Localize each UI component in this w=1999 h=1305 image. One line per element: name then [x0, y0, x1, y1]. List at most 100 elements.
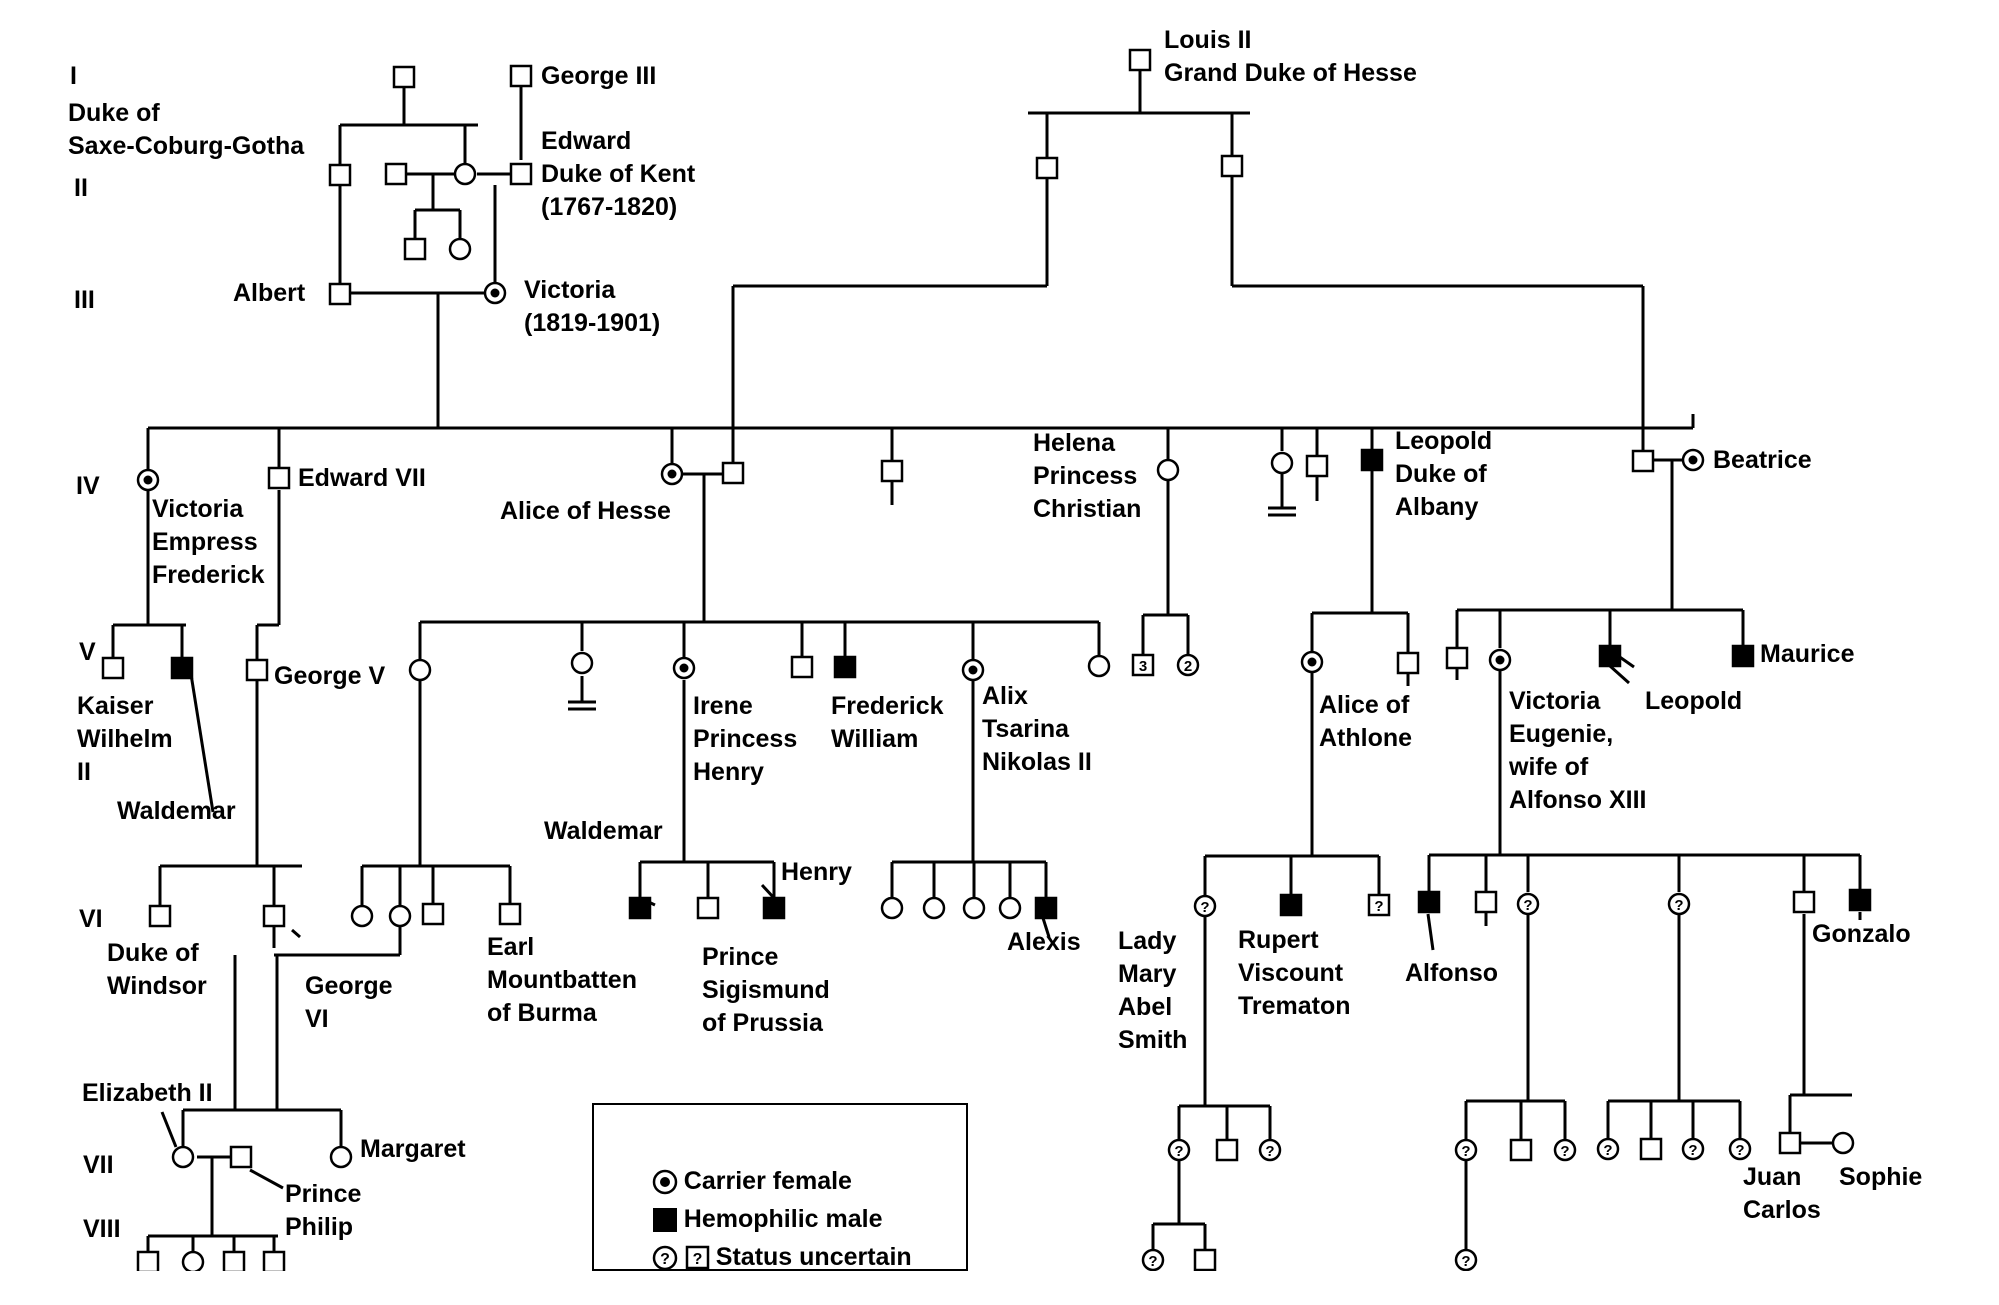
beatrice-son-male-symbol [1445, 646, 1469, 670]
gen2-male-male-symbol [384, 162, 408, 186]
lady-mary-child-3-status-glyph: ? [1265, 1143, 1274, 1160]
alix-daughter-2-female-symbol [922, 896, 946, 920]
gen7-uncertain-1-status-glyph: ? [1461, 1143, 1470, 1160]
label-edward-vii: Edward VII [298, 464, 426, 492]
gen8-uncertain-status-glyph: ? [1461, 1253, 1470, 1270]
label-maurice: Maurice [1760, 640, 1855, 668]
label-victoria-empress-frederick: Victoria Empress Frederick [152, 495, 265, 589]
label-alice-of-hesse: Alice of Hesse [500, 497, 671, 525]
athlone-son-status-glyph: ? [1374, 898, 1383, 915]
legend: Carrier female Hemophilic male ? ? Statu… [592, 1103, 968, 1271]
prince-philip-male-symbol [229, 1145, 253, 1169]
george-iii-male-symbol [509, 64, 533, 88]
generation-label-ii: II [74, 174, 88, 202]
lady-mary-grandchild-1-female-symbol: ? [1141, 1248, 1165, 1271]
legend-hemophilic-row: Hemophilic male [624, 1171, 882, 1233]
carrier-female-icon [652, 1170, 678, 1195]
label-irene: Irene Princess Henry [693, 692, 798, 786]
alfonso-male-symbol [1417, 890, 1441, 914]
label-albert: Albert [233, 279, 306, 307]
gen8-son-2-male-symbol [222, 1250, 246, 1271]
gen2-female-female-symbol [453, 162, 477, 186]
george-v-wife-female-symbol [408, 658, 432, 682]
gen7-uncertain-2-female-symbol: ? [1553, 1138, 1577, 1162]
label-elizabeth-ii: Elizabeth II [82, 1079, 213, 1107]
gen2-child-male-male-symbol [403, 237, 427, 261]
generation-label-i: I [70, 62, 77, 90]
label-victoria: Victoria (1819-1901) [524, 276, 661, 337]
lady-mary-abel-smith-status-glyph: ? [1200, 899, 1209, 916]
lady-mary-child-1-female-symbol: ? [1167, 1138, 1191, 1162]
victoria-eugenie-female-symbol [1488, 648, 1512, 672]
leopold-duke-of-albany-male-symbol [1360, 448, 1384, 472]
gen7-uncertain-3-female-symbol: ? [1596, 1137, 1620, 1161]
gen7-uncertain-2-status-glyph: ? [1560, 1143, 1569, 1160]
generation-label-iv: IV [76, 472, 100, 500]
label-lady-mary-abel-smith: Lady Mary Abel Smith [1118, 927, 1188, 1054]
alice-of-hesse-female-symbol [660, 462, 684, 486]
louis-son-1-male-symbol [1035, 156, 1059, 180]
gen8-uncertain-female-symbol: ? [1454, 1248, 1478, 1271]
label-prince-sigismund: Prince Sigismund of Prussia [702, 943, 830, 1037]
lady-mary-child-3-female-symbol: ? [1258, 1138, 1282, 1162]
gen4-female-female-symbol [1270, 451, 1294, 475]
generation-label-v: V [79, 638, 96, 666]
gen7-uncertain-3-status-glyph: ? [1603, 1142, 1612, 1159]
gen7-uncertain-4-female-symbol: ? [1681, 1137, 1705, 1161]
alix-female-symbol [961, 658, 985, 682]
uncertain-status-icon: ? ? [652, 1246, 710, 1271]
gen8-son-3-male-symbol [262, 1250, 286, 1271]
helena-sons-male-symbol: 3 [1131, 653, 1155, 677]
gen7-uncertain-5-female-symbol: ? [1728, 1137, 1752, 1161]
pedigree-lines: 32????????????? [101, 48, 1872, 1271]
victoria-eugenie-daughter-2-female-symbol: ? [1667, 892, 1691, 916]
helena-female-symbol [1156, 458, 1180, 482]
gen7-uncertain-4-status-glyph: ? [1688, 1142, 1697, 1159]
gen7-male-1-male-symbol [1509, 1138, 1533, 1162]
label-gonzalo: Gonzalo [1812, 920, 1911, 948]
legend-carrier-label: Carrier female [683, 1167, 852, 1195]
label-helena: Helena Princess Christian [1033, 429, 1142, 523]
legend-uncertain-label: Status uncertain [715, 1243, 912, 1271]
gen7-uncertain-1-female-symbol: ? [1454, 1138, 1478, 1162]
lady-mary-grandchild-2-male-symbol [1193, 1248, 1217, 1271]
victoria-eugenie-daughter-2-status-glyph: ? [1674, 897, 1683, 914]
label-alfonso: Alfonso [1405, 959, 1499, 987]
label-leopold-gen-v: Leopold [1645, 687, 1743, 715]
alix-daughter-4-female-symbol [998, 896, 1022, 920]
juan-carlos-male-symbol [1778, 1131, 1802, 1155]
label-duke-of-windsor: Duke of Windsor [107, 939, 207, 1000]
label-margaret: Margaret [360, 1135, 466, 1163]
beatrice-female-symbol [1681, 448, 1705, 472]
label-victoria-eugenie: Victoria Eugenie, wife of Alfonso XIII [1509, 687, 1647, 814]
label-edward-duke-of-kent: Edward Duke of Kent (1767-1820) [541, 127, 696, 221]
hesse-female-female-symbol [570, 651, 594, 675]
label-waldemar-gen-vi: Waldemar [544, 817, 663, 845]
louis-ii-male-symbol [1128, 48, 1152, 72]
sophie-female-symbol [1831, 1131, 1855, 1155]
albert-male-symbol [328, 282, 352, 306]
lady-mary-child-2-male-symbol [1215, 1138, 1239, 1162]
label-prince-philip: Prince Philip [285, 1180, 362, 1241]
louis-son-2-male-symbol [1220, 154, 1244, 178]
george-v-daughter-1-female-symbol [350, 904, 374, 928]
legend-uncertain-glyph-square: ? [692, 1251, 702, 1268]
legend-uncertain-glyph-circle: ? [660, 1251, 670, 1268]
label-george-vi: George VI [305, 972, 393, 1033]
label-leopold-duke-of-albany: Leopold Duke of Albany [1395, 427, 1493, 521]
gen7-male-2-male-symbol [1639, 1137, 1663, 1161]
leopold-gen-v-male-symbol [1598, 644, 1622, 668]
alix-daughter-1-female-symbol [880, 896, 904, 920]
gen7-uncertain-5-status-glyph: ? [1735, 1142, 1744, 1159]
label-juan-carlos: Juan Carlos [1743, 1163, 1821, 1224]
gen4-male-2-male-symbol [1305, 454, 1329, 478]
gen4-male-male-symbol [880, 459, 904, 483]
victoria-eugenie-daughter-1-status-glyph: ? [1523, 897, 1532, 914]
label-sophie: Sophie [1839, 1163, 1923, 1191]
legend-uncertain-row: ? ? Status uncertain [624, 1209, 912, 1271]
hemophilic-male-icon [652, 1208, 677, 1233]
hesse-male-male-symbol [790, 655, 814, 679]
victoria-eugenie-son-male-symbol [1474, 890, 1498, 914]
label-alix: Alix Tsarina Nikolas II [982, 682, 1092, 776]
